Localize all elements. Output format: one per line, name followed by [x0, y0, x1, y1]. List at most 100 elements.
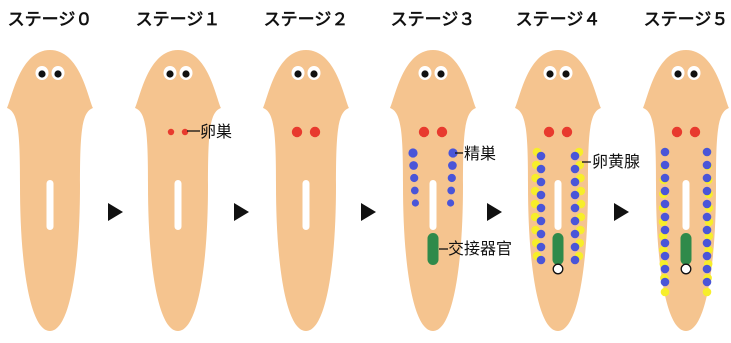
yolk-gland-dot — [661, 288, 670, 297]
testis-dot — [703, 148, 712, 157]
testis-dot — [571, 178, 580, 187]
testis-dot — [571, 152, 580, 161]
testis-dot — [703, 239, 712, 248]
ovary-dot — [672, 127, 682, 137]
testis-dot — [661, 174, 670, 183]
testis-dot — [410, 174, 418, 182]
testis-dot — [537, 256, 546, 265]
testis-dot — [661, 200, 670, 209]
stage-4: ステージ４ 卵黄腺 — [515, 10, 640, 331]
testis-dot — [703, 226, 712, 235]
yolk-gland-dot — [703, 288, 712, 297]
testis-dot — [661, 226, 670, 235]
pupil — [310, 70, 317, 77]
testis-dot — [537, 243, 546, 252]
stage-2: ステージ２ — [263, 10, 349, 331]
testis-dot — [703, 161, 712, 170]
stage-title: ステージ４ — [516, 10, 601, 30]
testis-dot — [703, 278, 712, 287]
pupil — [421, 70, 428, 77]
testis-dot — [537, 230, 546, 239]
testis-dot — [537, 217, 546, 226]
ovary-dot — [168, 129, 174, 135]
stage-title: ステージ５ — [644, 10, 729, 30]
testis-dot — [448, 174, 456, 182]
ovary-label: 卵巣 — [200, 122, 232, 141]
testis-dot — [537, 152, 546, 161]
gonopore-icon — [553, 264, 563, 274]
testis-dot — [448, 161, 457, 170]
pharynx — [175, 180, 182, 230]
testis-dot — [408, 148, 417, 157]
stage-title: ステージ１ — [136, 10, 221, 30]
pupil — [166, 70, 173, 77]
testis-dot — [703, 213, 712, 222]
pharynx — [555, 180, 562, 230]
pharynx — [683, 180, 690, 230]
ovary-dot — [690, 127, 700, 137]
copulatory-organ — [553, 233, 564, 265]
right-triangle-arrow-icon — [108, 203, 123, 221]
testis-dot — [412, 199, 419, 206]
copulatory-organ — [681, 233, 692, 265]
testis-dot — [661, 252, 670, 261]
gonopore-icon — [681, 264, 691, 274]
testis-dot — [661, 187, 670, 196]
right-triangle-arrow-icon — [614, 203, 629, 221]
testis-dot — [703, 252, 712, 261]
ovary-dot — [310, 127, 320, 137]
pupil — [690, 70, 697, 77]
stage-0: ステージ０ — [7, 10, 93, 331]
testis-dot — [703, 200, 712, 209]
testis-dot — [703, 174, 712, 183]
stage-title: ステージ３ — [391, 10, 476, 30]
testis-dot — [571, 243, 580, 252]
copulatory-organ — [428, 233, 439, 265]
ovary-dot — [419, 127, 429, 137]
right-triangle-arrow-icon — [487, 203, 502, 221]
testis-dot — [537, 204, 546, 213]
ovary-dot — [292, 127, 302, 137]
testis-dot — [409, 161, 418, 170]
pupil — [562, 70, 569, 77]
pupil — [674, 70, 681, 77]
stage-5: ステージ５ — [643, 10, 729, 331]
testis-dot — [571, 204, 580, 213]
ovary-dot — [182, 129, 188, 135]
pupil — [546, 70, 553, 77]
right-triangle-arrow-icon — [234, 203, 249, 221]
stage-title: ステージ０ — [8, 10, 93, 30]
testis-dot — [703, 265, 712, 274]
yolk-gland-label: 卵黄腺 — [592, 152, 640, 171]
testis-dot — [537, 165, 546, 174]
testis-dot — [411, 187, 419, 195]
copulatory-organ-label: 交接器官 — [448, 239, 512, 258]
pupil — [54, 70, 61, 77]
testis-dot — [661, 148, 670, 157]
pharynx — [430, 180, 437, 230]
ovary-dot — [544, 127, 554, 137]
testis-dot — [703, 187, 712, 196]
right-triangle-arrow-icon — [361, 203, 376, 221]
testis-label: 精巣 — [464, 144, 496, 163]
ovary-dot — [437, 127, 447, 137]
pharynx — [303, 180, 310, 230]
testis-dot — [571, 217, 580, 226]
testis-dot — [661, 213, 670, 222]
testis-dot — [661, 161, 670, 170]
testis-dot — [661, 239, 670, 248]
testis-dot — [447, 187, 455, 195]
pupil — [294, 70, 301, 77]
pupil — [182, 70, 189, 77]
pharynx — [47, 180, 54, 230]
testis-dot — [537, 191, 546, 200]
testis-dot — [571, 191, 580, 200]
testis-dot — [571, 165, 580, 174]
testis-dot — [571, 256, 580, 265]
testis-dot — [661, 265, 670, 274]
testis-dot — [537, 178, 546, 187]
ovary-dot — [562, 127, 572, 137]
testis-dot — [571, 230, 580, 239]
